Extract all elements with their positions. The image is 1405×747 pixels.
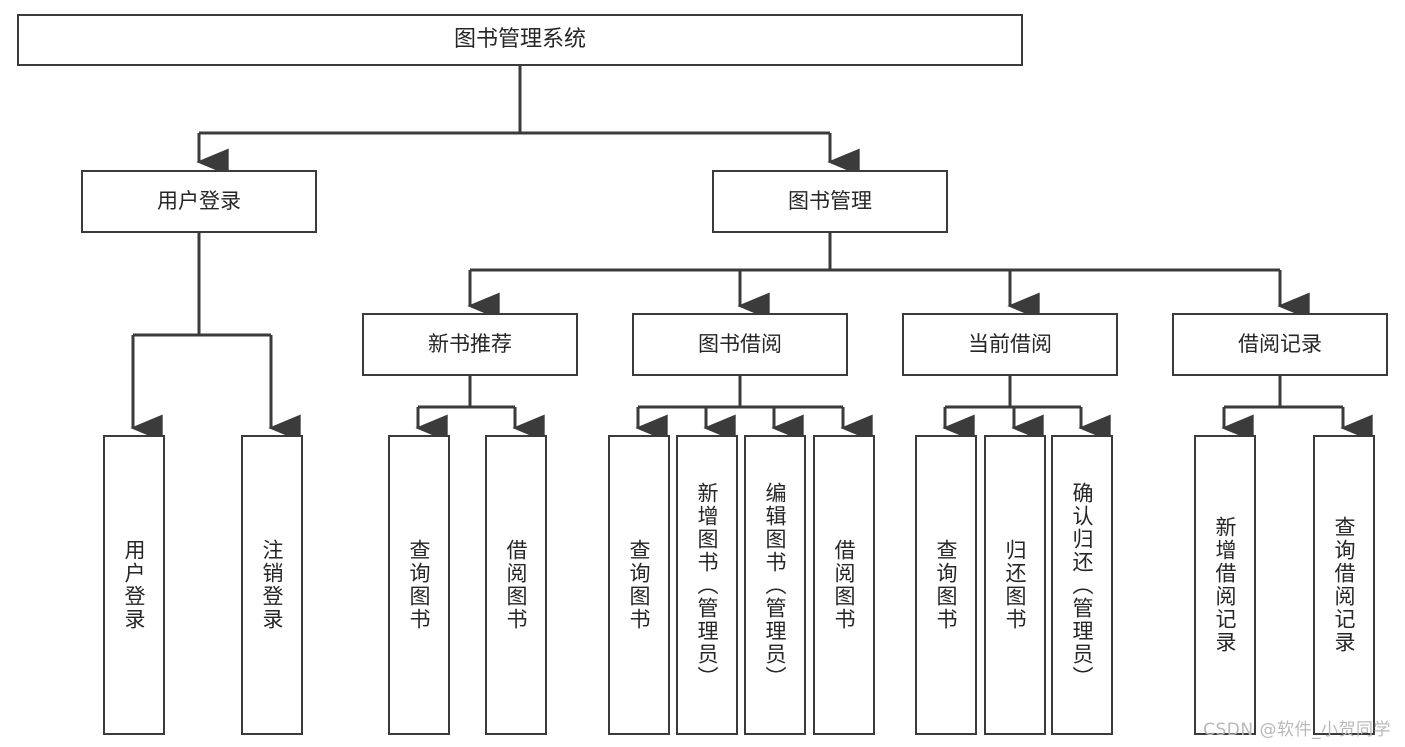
node-leaf-user-login[interactable]: 用户登录 [103, 435, 165, 735]
node-new-book-recommend[interactable]: 新书推荐 [362, 313, 578, 376]
node-leaf-query-book-2[interactable]: 查询图书 [608, 435, 670, 735]
node-leaf-query-book-3[interactable]: 查询图书 [915, 435, 977, 735]
node-root-system[interactable]: 图书管理系统 [17, 14, 1023, 66]
node-leaf-logout-login-label: 注销登录 [260, 539, 285, 631]
node-borrow-record[interactable]: 借阅记录 [1172, 313, 1388, 376]
node-leaf-add-record-label: 新增借阅记录 [1213, 516, 1238, 654]
node-current-borrow-label: 当前借阅 [968, 332, 1052, 357]
node-leaf-add-book[interactable]: 新增图书（管理员） [676, 435, 738, 735]
node-root-system-label: 图书管理系统 [453, 27, 586, 53]
node-book-management[interactable]: 图书管理 [712, 170, 948, 233]
node-user-login-label: 用户登录 [157, 189, 241, 214]
node-borrow-record-label: 借阅记录 [1238, 332, 1322, 357]
node-leaf-borrow-book-2-label: 借阅图书 [832, 539, 857, 631]
node-leaf-borrow-book-1-label: 借阅图书 [504, 539, 529, 631]
node-leaf-confirm-return[interactable]: 确认归还（管理员） [1051, 435, 1113, 735]
node-leaf-return-book[interactable]: 归还图书 [984, 435, 1046, 735]
node-new-book-recommend-label: 新书推荐 [428, 332, 512, 357]
node-leaf-query-record-label: 查询借阅记录 [1332, 516, 1357, 654]
node-leaf-user-login-label: 用户登录 [122, 539, 147, 631]
node-current-borrow[interactable]: 当前借阅 [902, 313, 1118, 376]
node-leaf-query-book-2-label: 查询图书 [627, 539, 652, 631]
node-leaf-add-book-label: 新增图书（管理员） [695, 481, 720, 689]
node-leaf-logout-login[interactable]: 注销登录 [241, 435, 303, 735]
node-leaf-return-book-label: 归还图书 [1003, 539, 1028, 631]
node-leaf-edit-book-label: 编辑图书（管理员） [763, 481, 788, 689]
node-leaf-add-record[interactable]: 新增借阅记录 [1194, 435, 1256, 735]
node-leaf-query-record[interactable]: 查询借阅记录 [1313, 435, 1375, 735]
node-leaf-confirm-return-label: 确认归还（管理员） [1070, 481, 1095, 689]
node-leaf-edit-book[interactable]: 编辑图书（管理员） [744, 435, 806, 735]
node-leaf-query-book-1[interactable]: 查询图书 [388, 435, 450, 735]
node-user-login[interactable]: 用户登录 [81, 170, 317, 233]
node-leaf-query-book-1-label: 查询图书 [407, 539, 432, 631]
node-book-management-label: 图书管理 [788, 189, 872, 214]
node-leaf-borrow-book-2[interactable]: 借阅图书 [813, 435, 875, 735]
node-book-borrow[interactable]: 图书借阅 [632, 313, 848, 376]
node-leaf-query-book-3-label: 查询图书 [934, 539, 959, 631]
node-leaf-borrow-book-1[interactable]: 借阅图书 [485, 435, 547, 735]
csdn-watermark: CSDN @软件_小贺同学 [1203, 720, 1391, 740]
node-book-borrow-label: 图书借阅 [698, 332, 782, 357]
